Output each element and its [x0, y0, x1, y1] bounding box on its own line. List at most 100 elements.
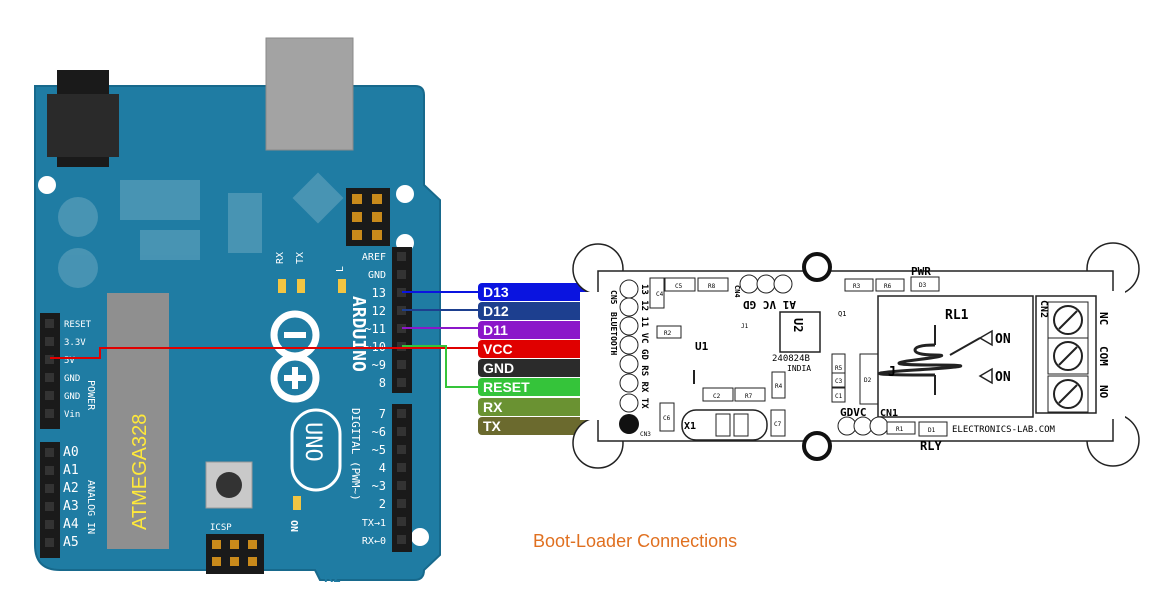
u2-label: U2 — [791, 318, 805, 332]
part-label: D3 — [919, 282, 927, 289]
l-led-label: L — [335, 266, 346, 272]
nc-label: NC — [1097, 312, 1110, 325]
part-label: C4 — [656, 291, 664, 298]
on-led — [293, 496, 301, 510]
cn1-label: CN1 — [880, 408, 898, 419]
part-label: C7 — [774, 421, 782, 428]
cn1-header — [837, 416, 889, 436]
pin-3v3: 3.3V — [64, 338, 86, 348]
cn5-header — [619, 279, 639, 434]
pin-a2: A2 — [63, 481, 79, 496]
gdvc-label: GDVC — [840, 406, 867, 419]
wire-label-text: D11 — [483, 322, 508, 338]
part-label: Q1 — [838, 310, 846, 318]
part-label: C2 — [713, 393, 721, 400]
revision-label: R2 — [324, 570, 341, 585]
u2-code: 240824B — [772, 354, 810, 364]
part-label: R2 — [664, 330, 672, 337]
pin-3: ~3 — [372, 479, 386, 493]
part-label: R5 — [835, 365, 843, 372]
pin-tx1: TX→1 — [362, 518, 386, 529]
pin-aref: AREF — [362, 252, 386, 263]
part-label: C3 — [835, 378, 843, 385]
wire-label-tx: TX — [478, 417, 606, 435]
wire-label-text: VCC — [483, 341, 513, 357]
mount-hole — [396, 185, 414, 203]
pin-8: 8 — [379, 376, 386, 390]
rl1-label: RL1 — [945, 308, 969, 323]
rx-led — [278, 279, 286, 293]
wire-label-text: D13 — [483, 284, 509, 300]
pin-gnd: GND — [64, 374, 80, 384]
mount-hole — [411, 528, 429, 546]
wire-label-d12: D12 — [478, 302, 606, 320]
uno-label: UNO — [300, 422, 325, 462]
l-led — [338, 279, 346, 293]
relay-rl1 — [877, 295, 1034, 418]
icsp-header-top — [346, 188, 390, 246]
cn5-pin-labels: 13 12 11 VC GD RS RX TX — [639, 284, 649, 409]
bluetooth-label: BLUETOOTH — [609, 312, 618, 356]
cn3-label: CN3 — [640, 431, 651, 438]
mount-hole — [802, 252, 832, 282]
pin-12: 12 — [372, 304, 386, 318]
part-label: C6 — [663, 415, 671, 422]
digital-label: DIGITAL (PWM~) — [349, 408, 362, 501]
wire-label-text: TX — [483, 418, 502, 434]
pin-gnd: GND — [64, 392, 80, 402]
arduino-logo — [270, 310, 320, 403]
wire-reset — [402, 345, 484, 388]
wire-label-d13: D13 — [478, 283, 606, 301]
part-label: R3 — [853, 283, 861, 290]
u1-label: U1 — [695, 340, 709, 353]
wire-label-text: GND — [483, 360, 514, 376]
wire-label-gnd: GND — [478, 359, 606, 377]
part-label: R1 — [896, 426, 904, 433]
pin-a5: A5 — [63, 535, 79, 550]
pin-9: ~9 — [372, 358, 386, 372]
pin-4: 4 — [379, 461, 386, 475]
chip-label: ATMEGA328 — [129, 414, 151, 530]
pin-a0: A0 — [63, 445, 79, 460]
pin-2: 2 — [379, 497, 386, 511]
cn4-pin-labels: A1 VC GD — [743, 298, 796, 311]
relay-module: CN5 BLUETOOTH 13 12 11 VC GD RS RX TX CN… — [572, 242, 1140, 469]
u2-chip — [779, 311, 821, 353]
cn5-label: CN5 — [609, 290, 618, 305]
part-label: D2 — [864, 377, 872, 384]
j1-label: J1 — [741, 323, 749, 330]
analog-header — [40, 442, 60, 558]
pin-7: 7 — [379, 407, 386, 421]
analog-label: ANALOG IN — [85, 480, 96, 534]
cn4-label: CN4 — [733, 285, 741, 298]
wire-label-text: D12 — [483, 303, 509, 319]
part-label: C1 — [835, 393, 843, 400]
relay-j-label: J — [888, 365, 896, 380]
digital-header-bottom — [392, 404, 412, 552]
part-label: R4 — [775, 383, 783, 390]
wire-label-rx: RX — [478, 398, 606, 416]
website-label: ELECTRONICS-LAB.COM — [952, 425, 1056, 435]
pin-6: ~6 — [372, 425, 386, 439]
screw-terminal — [1047, 375, 1089, 413]
relay-coil-icon — [878, 343, 963, 377]
pin-reset: RESET — [64, 320, 92, 330]
com-label: COM — [1097, 346, 1110, 366]
pin-a1: A1 — [63, 463, 79, 478]
screw-terminal — [1047, 301, 1089, 339]
wire-label-reset: RESET — [478, 378, 606, 396]
part-label: R7 — [745, 393, 753, 400]
screw-terminal — [1047, 337, 1089, 375]
rly-label: RLY — [920, 439, 942, 453]
on-label-2: ON — [995, 370, 1011, 385]
india-label: INDIA — [787, 364, 811, 373]
part-label: D1 — [928, 427, 936, 434]
pin-5: ~5 — [372, 443, 386, 457]
rx-led-label: RX — [275, 252, 286, 264]
mount-hole — [802, 431, 832, 461]
tx-led-label: TX — [295, 252, 306, 264]
pin-rx0: RX←0 — [362, 536, 386, 547]
on-label-1: ON — [995, 332, 1011, 347]
uno-oval — [290, 408, 342, 492]
icsp-label: ICSP — [210, 523, 232, 533]
